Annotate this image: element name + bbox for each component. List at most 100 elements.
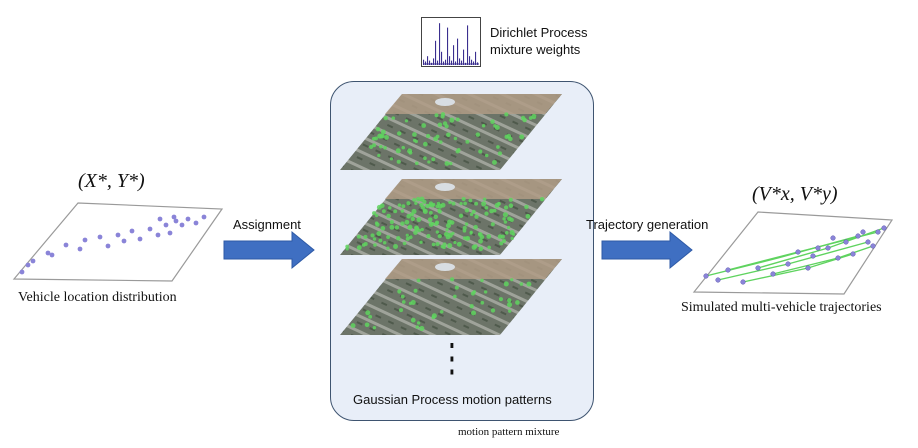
motion-dot bbox=[453, 240, 457, 245]
motion-dot bbox=[404, 119, 409, 123]
trajectory-point bbox=[725, 267, 731, 273]
motion-dot bbox=[393, 243, 399, 249]
motion-dot bbox=[448, 161, 453, 166]
motion-dot bbox=[503, 220, 508, 224]
location-point bbox=[167, 230, 173, 236]
motion-dot bbox=[419, 325, 425, 332]
dp-weight-bar bbox=[475, 51, 477, 65]
motion-dot bbox=[504, 231, 509, 235]
motion-dot bbox=[486, 234, 492, 239]
motion-dot bbox=[406, 213, 412, 219]
motion-dot bbox=[368, 314, 373, 319]
motion-dot bbox=[497, 234, 503, 239]
dp-weight-bar bbox=[437, 60, 439, 65]
motion-dot bbox=[471, 244, 477, 250]
motion-dot bbox=[407, 225, 411, 230]
motion-dot bbox=[484, 153, 489, 158]
motion-dot bbox=[435, 241, 440, 247]
motion-dot bbox=[442, 121, 448, 126]
motion-dot bbox=[462, 225, 467, 230]
motion-dot bbox=[477, 232, 483, 237]
motion-dot bbox=[522, 117, 527, 123]
motion-dot bbox=[400, 294, 405, 299]
motion-dot bbox=[449, 277, 455, 282]
location-points bbox=[19, 214, 207, 275]
output-plane bbox=[688, 208, 898, 298]
dp-weights-label: Dirichlet Process mixture weights bbox=[490, 24, 588, 58]
dp-weight-bar bbox=[447, 27, 449, 66]
motion-dot bbox=[412, 198, 417, 202]
motion-dot bbox=[484, 205, 489, 210]
dp-weights-plot bbox=[421, 17, 481, 67]
motion-dot bbox=[386, 235, 391, 239]
location-point bbox=[179, 222, 185, 228]
motion-dot bbox=[503, 281, 509, 287]
dp-weight-bar bbox=[433, 58, 435, 65]
motion-dot bbox=[524, 204, 529, 210]
motion-dot bbox=[481, 201, 487, 207]
motion-dot bbox=[461, 196, 466, 202]
location-point bbox=[105, 243, 111, 249]
motion-dot bbox=[345, 244, 350, 249]
trajectory-point bbox=[865, 239, 871, 245]
motion-dot bbox=[365, 310, 371, 316]
gp-layers-svg bbox=[340, 94, 562, 335]
motion-dot bbox=[465, 235, 471, 241]
motion-dot bbox=[484, 211, 489, 216]
location-point bbox=[201, 214, 207, 220]
motion-dot bbox=[382, 240, 387, 245]
motion-dot bbox=[413, 230, 418, 235]
motion-dot bbox=[445, 228, 449, 232]
trajectory-point bbox=[881, 225, 887, 231]
motion-dot bbox=[463, 201, 467, 206]
motion-dot bbox=[377, 153, 381, 158]
motion-dot bbox=[439, 310, 444, 314]
trajectory-label: Trajectory generation bbox=[586, 217, 709, 232]
location-point bbox=[63, 242, 69, 248]
motion-dot bbox=[473, 224, 478, 230]
motion-dot bbox=[383, 146, 387, 150]
motion-dot bbox=[435, 134, 440, 139]
motion-dot bbox=[490, 222, 495, 227]
input-plane bbox=[0, 195, 230, 285]
motion-dot bbox=[469, 304, 474, 309]
motion-dot bbox=[508, 309, 512, 313]
trajectory-arrow bbox=[600, 230, 695, 270]
motion-dot bbox=[474, 214, 479, 219]
motion-dot bbox=[408, 235, 413, 240]
motion-dot bbox=[455, 117, 460, 122]
motion-dot bbox=[480, 300, 485, 305]
motion-dot bbox=[497, 151, 503, 156]
location-point bbox=[45, 250, 51, 256]
motion-dot bbox=[496, 202, 501, 206]
motion-dot bbox=[408, 301, 413, 306]
trajectory-points bbox=[703, 225, 887, 285]
motion-dot bbox=[431, 313, 437, 319]
assignment-label: Assignment bbox=[233, 217, 301, 232]
motion-dot bbox=[396, 159, 401, 164]
dp-weight-bar bbox=[453, 45, 455, 65]
trajectory-point bbox=[715, 277, 721, 283]
gp-layer-3 bbox=[340, 259, 562, 335]
motion-dot bbox=[391, 116, 396, 120]
motion-dot bbox=[444, 161, 450, 166]
motion-dot bbox=[431, 157, 436, 162]
dp-weight-bar bbox=[457, 38, 459, 65]
motion-dot bbox=[451, 231, 455, 235]
motion-dot bbox=[404, 219, 410, 225]
motion-dot bbox=[397, 289, 402, 294]
motion-dot bbox=[396, 236, 401, 241]
motion-dot bbox=[472, 290, 477, 294]
motion-dot bbox=[482, 197, 487, 201]
trajectory-point bbox=[785, 261, 791, 267]
motion-dot bbox=[474, 201, 479, 206]
motion-dot bbox=[508, 203, 514, 208]
motion-dot bbox=[422, 208, 428, 215]
motion-dot bbox=[386, 246, 390, 250]
trajectory-point bbox=[825, 245, 831, 251]
motion-dot bbox=[456, 147, 461, 152]
motion-dot bbox=[415, 325, 420, 329]
motion-dot bbox=[375, 127, 381, 132]
location-point bbox=[157, 216, 163, 222]
motion-dot bbox=[407, 148, 413, 154]
